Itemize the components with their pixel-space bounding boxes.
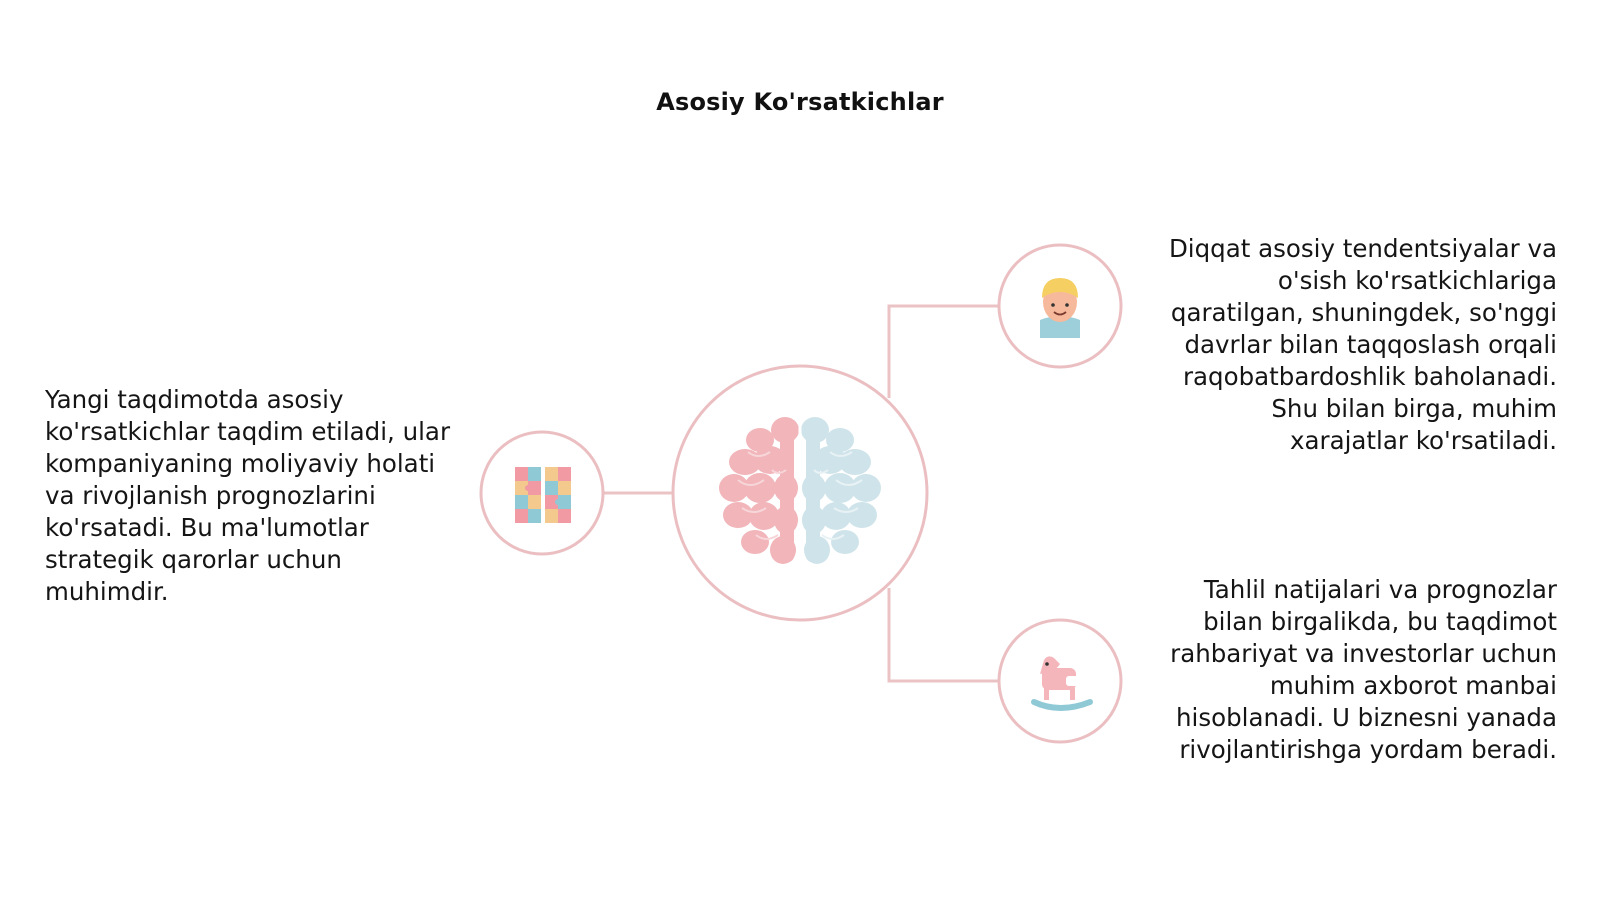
connector-right-bottom	[887, 588, 998, 683]
rocking-horse-icon	[1031, 656, 1093, 711]
right-bottom-description: Tahlil natijalari va prognozlar bilan bi…	[1170, 575, 1557, 764]
right-bottom-node	[997, 618, 1123, 744]
connector-lines	[602, 304, 998, 683]
left-node	[479, 430, 605, 556]
puzzle-icon	[515, 467, 571, 523]
left-description: Yangi taqdimotda asosiy ko'rsatkichlar t…	[45, 385, 451, 606]
right-top-description: Diqqat asosiy tendentsiyalar va o'sish k…	[1168, 234, 1557, 455]
page-title: Asosiy Ko'rsatkichlar	[656, 88, 944, 116]
right-top-node	[997, 243, 1123, 369]
brain-icon	[719, 417, 881, 566]
child-icon	[1040, 278, 1080, 338]
connector-right-top	[887, 304, 998, 398]
center-node	[671, 364, 929, 622]
